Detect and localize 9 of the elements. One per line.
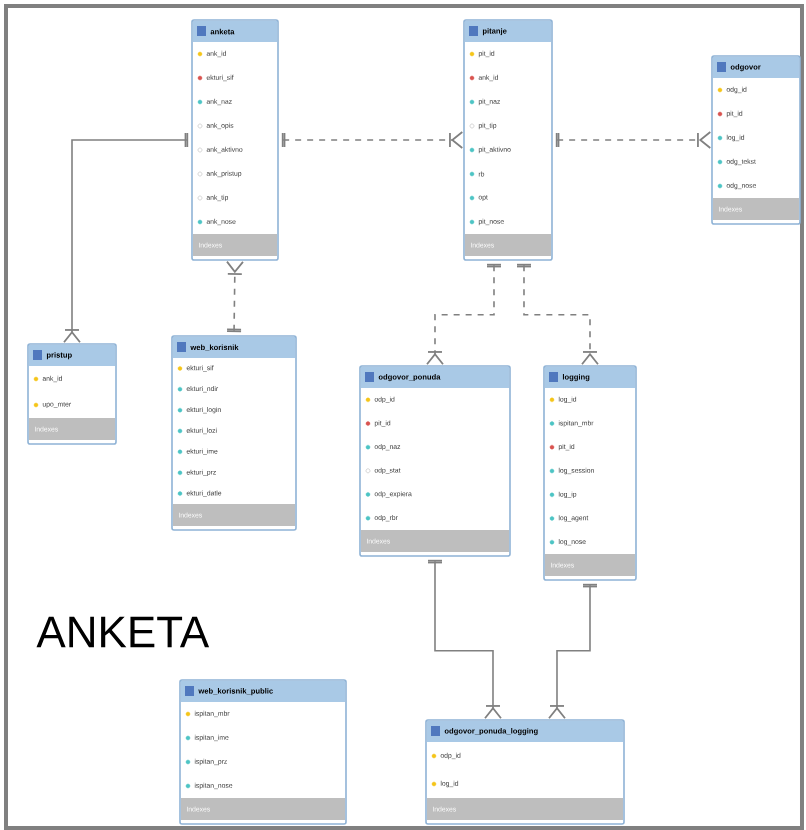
relationship-line: [548, 583, 598, 720]
relationship-line: [427, 559, 502, 720]
relationship-line: [516, 263, 599, 366]
relationship-line: [226, 260, 244, 333]
label-text: ANKETA: [36, 616, 210, 648]
relationship-line: [281, 131, 464, 149]
relationship-line: [63, 132, 189, 344]
relationship-line: [555, 131, 712, 149]
relationship-line: [426, 263, 502, 366]
